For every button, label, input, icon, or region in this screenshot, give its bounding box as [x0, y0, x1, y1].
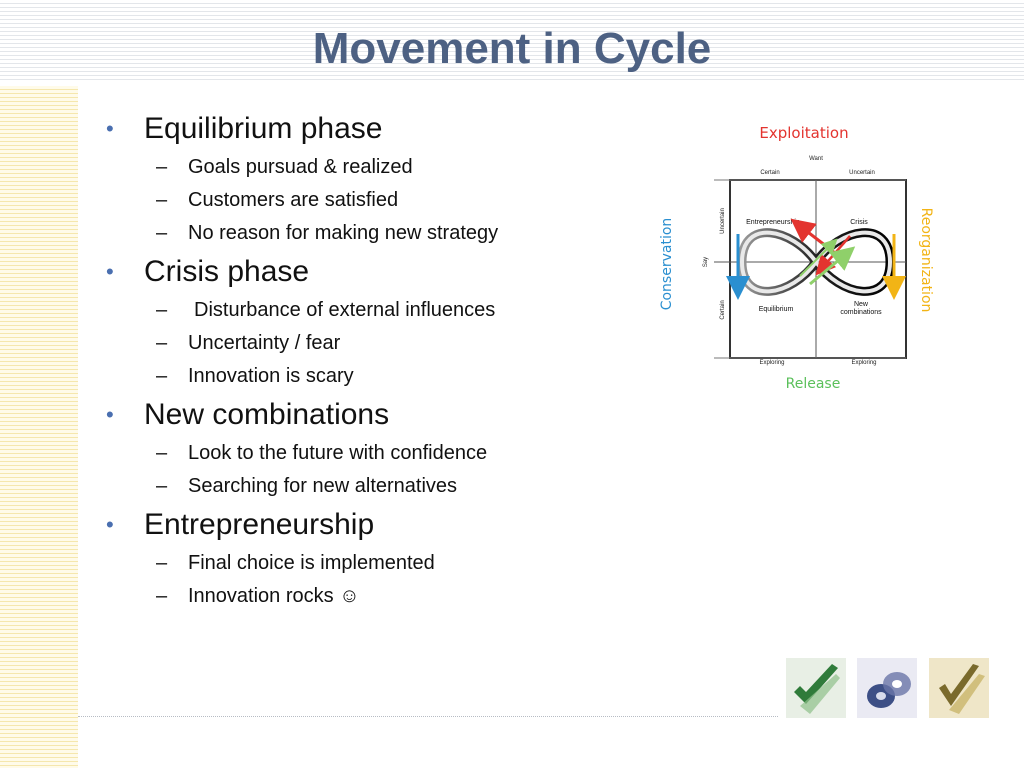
- bullet-text: Crisis phase: [144, 255, 310, 288]
- disc-tile-blue-icon: [857, 658, 917, 718]
- sub-bullet: –Uncertainty / fear: [100, 331, 660, 355]
- dash-icon: –: [156, 442, 168, 464]
- sub-bullet-text: Innovation is scary: [188, 365, 354, 387]
- bullet-new-combinations: • New combinations: [100, 398, 660, 432]
- sub-bullet-text: Uncertainty / fear: [188, 332, 341, 354]
- dash-icon: –: [156, 189, 168, 211]
- col-bottom-left: Exploring: [759, 360, 784, 366]
- col-top-left: Certain: [760, 170, 779, 176]
- quadrant-entrepreneurship: Entrepreneurship: [746, 219, 800, 226]
- bullet-text: New combinations: [144, 398, 390, 431]
- quadrant-combinations: combinations: [840, 309, 882, 316]
- row-bottom: Certain: [720, 300, 726, 319]
- sub-bullet-text: Goals pursuad & realized: [188, 156, 413, 178]
- label-release: Release: [786, 376, 841, 392]
- sub-bullet-text: Innovation rocks ☺: [188, 585, 360, 607]
- sub-bullet-text: No reason for making new strategy: [188, 222, 499, 244]
- bullet-crisis: • Crisis phase: [100, 255, 660, 289]
- footer-divider: [78, 716, 778, 717]
- label-reorganization: Reorganization: [918, 208, 934, 313]
- release-arrow-2: [799, 238, 838, 277]
- sub-bullet: – Disturbance of external influences: [100, 298, 660, 322]
- sub-bullet: –Look to the future with confidence: [100, 441, 660, 465]
- bullet-icon: •: [106, 402, 114, 427]
- release-arrow: [809, 246, 856, 286]
- sub-bullet: –Searching for new alternatives: [100, 474, 660, 498]
- sub-bullet-text: Searching for new alternatives: [188, 475, 458, 497]
- dash-icon: –: [156, 475, 168, 497]
- col-top-right: Uncertain: [849, 170, 875, 176]
- label-exploitation: Exploitation: [759, 124, 848, 142]
- sub-bullet: –Goals pursuad & realized: [100, 155, 660, 179]
- checkmark-tile-green-icon: [786, 658, 846, 718]
- side-stripes: [0, 86, 78, 768]
- sub-bullet-text: Look to the future with confidence: [188, 442, 488, 464]
- row-top: Uncertain: [720, 208, 726, 234]
- bullet-text: Equilibrium phase: [144, 112, 383, 145]
- sub-bullet-text: Final choice is implemented: [188, 552, 435, 574]
- sub-bullet: –Customers are satisfied: [100, 188, 660, 212]
- sub-bullet-text: Customers are satisfied: [188, 189, 399, 211]
- cycle-diagram: Exploitation Release Conservation Reorga…: [659, 124, 934, 392]
- quadrant-crisis: Crisis: [850, 219, 868, 226]
- bullet-equilibrium: • Equilibrium phase: [100, 112, 660, 146]
- dash-icon: –: [156, 332, 168, 354]
- sub-bullet-text: Disturbance of external influences: [194, 299, 496, 321]
- header-stripes: [0, 0, 1024, 80]
- dash-icon: –: [156, 156, 168, 178]
- dash-icon: –: [156, 552, 168, 574]
- bullet-text: Entrepreneurship: [144, 508, 375, 541]
- dash-icon: –: [156, 222, 168, 244]
- slide-title: Movement in Cycle: [312, 24, 712, 73]
- quadrant-new: New: [854, 301, 869, 308]
- dash-icon: –: [156, 585, 168, 607]
- bullet-icon: •: [106, 259, 114, 284]
- quadrant-equilibrium: Equilibrium: [759, 306, 794, 313]
- dash-icon: –: [156, 299, 168, 321]
- dash-icon: –: [156, 365, 168, 387]
- sub-bullet: –Final choice is implemented: [100, 551, 660, 575]
- sub-bullet: –Innovation rocks ☺: [100, 584, 660, 608]
- sub-bullet: –No reason for making new strategy: [100, 221, 660, 245]
- col-bottom-right: Exploring: [851, 360, 876, 366]
- label-conservation: Conservation: [659, 218, 675, 311]
- sub-bullet: –Innovation is scary: [100, 364, 660, 388]
- bullet-icon: •: [106, 116, 114, 141]
- checkmark-tile-gold-icon: [929, 658, 989, 718]
- bullet-entrepreneurship: • Entrepreneurship: [100, 508, 660, 542]
- bullet-list: •Equilibrium phase –Goals pursuad & real…: [100, 112, 660, 608]
- bullet-icon: •: [106, 512, 114, 537]
- axis-want: Want: [809, 156, 823, 162]
- row-mid: Say: [703, 257, 709, 267]
